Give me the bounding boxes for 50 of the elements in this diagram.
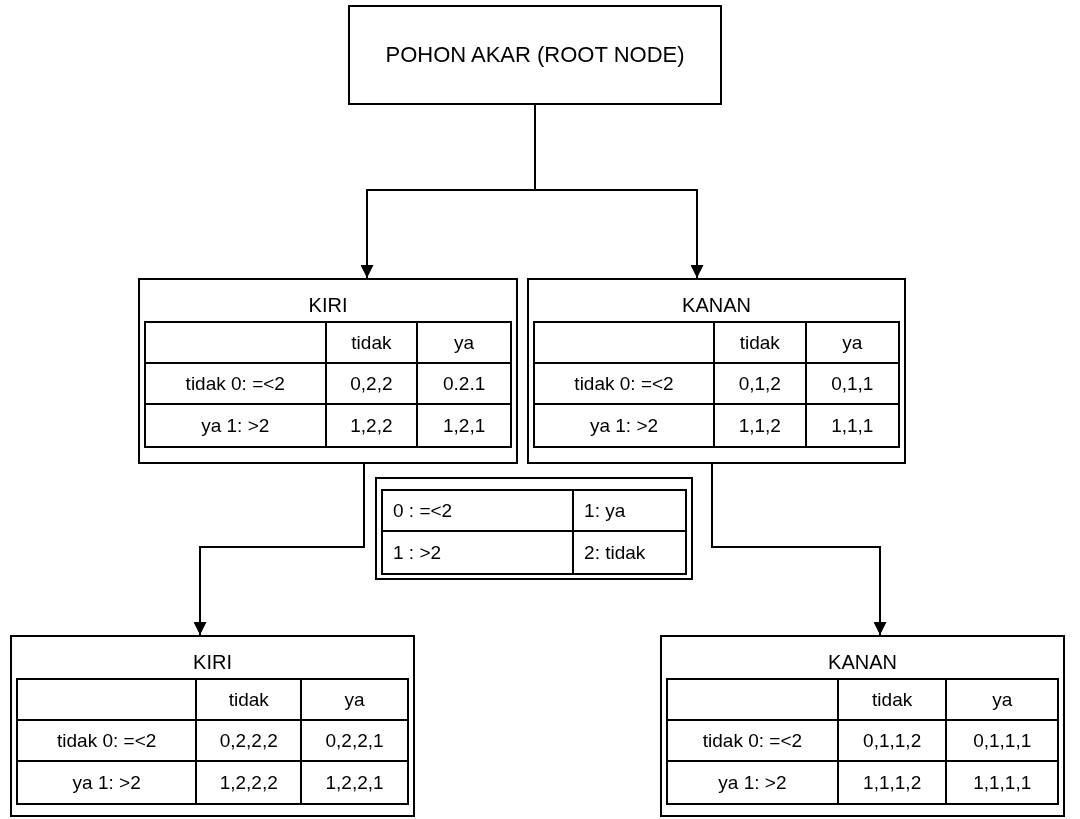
table-cell-text: 2: tidak — [583, 540, 647, 565]
table-cell: ya — [418, 323, 510, 364]
table-cell: 0,1,1,2 — [838, 721, 948, 762]
table-cell: tidak — [197, 680, 303, 721]
node-box — [375, 477, 693, 580]
table-cell: 0 : =<2 — [383, 491, 575, 532]
arrow — [711, 463, 887, 636]
arrow — [193, 463, 365, 636]
table-cell: ya 1: >2 — [668, 762, 839, 803]
table-title: KANAN — [681, 293, 752, 318]
table-cell: 0,2,2 — [326, 364, 419, 405]
arrow — [534, 104, 704, 279]
table-cell: ya 1: >2 — [146, 405, 327, 446]
table-cell: 1,1,2 — [715, 405, 807, 446]
table-cell-text: 1,2,1 — [442, 413, 487, 438]
table-cell: 0,1,2 — [715, 364, 807, 405]
table-cell: tidak — [838, 680, 948, 721]
table-cell: 0,1,1,1 — [947, 721, 1057, 762]
table-cell: 0.2.1 — [418, 364, 510, 405]
table-cell: tidak 0: =<2 — [18, 721, 198, 762]
table-cell: 1: ya — [574, 491, 685, 532]
table-cell: ya — [947, 680, 1057, 721]
table-cell: ya 1: >2 — [18, 762, 198, 803]
table-cell: tidak — [715, 323, 807, 364]
table-cell: ya — [806, 323, 898, 364]
node-label: POHON AKAR (ROOT NODE) — [384, 40, 686, 69]
table-cell: 1,1,1,2 — [838, 762, 948, 803]
table-cell: tidak 0: =<2 — [146, 364, 327, 405]
table-cell: 0,2,2,1 — [302, 721, 407, 762]
table-cell: ya — [302, 680, 407, 721]
table-cell: 0,1,1 — [806, 364, 898, 405]
table-cell: 1,2,2,2 — [197, 762, 303, 803]
table-title: KIRI — [192, 650, 233, 675]
node-box — [348, 5, 722, 105]
node-box — [138, 278, 518, 464]
table-cell: tidak — [326, 323, 419, 364]
table-cell-text: 1,1,1 — [830, 413, 875, 438]
table-cell-text: 1,2,2,1 — [324, 770, 385, 795]
table-cell: tidak 0: =<2 — [535, 364, 716, 405]
table-cell-text: 1,1,1,1 — [972, 770, 1033, 795]
table-cell: ya 1: >2 — [535, 405, 716, 446]
node-box — [660, 635, 1065, 817]
table-cell: tidak 0: =<2 — [668, 721, 839, 762]
table-cell: 1 : >2 — [383, 532, 575, 573]
table-cell: 0,2,2,2 — [197, 721, 303, 762]
table-cell: 1,2,2 — [326, 405, 419, 446]
node-box — [527, 278, 906, 464]
node-box — [10, 635, 415, 817]
table-title: KANAN — [827, 650, 898, 675]
table-title: KIRI — [307, 293, 349, 318]
